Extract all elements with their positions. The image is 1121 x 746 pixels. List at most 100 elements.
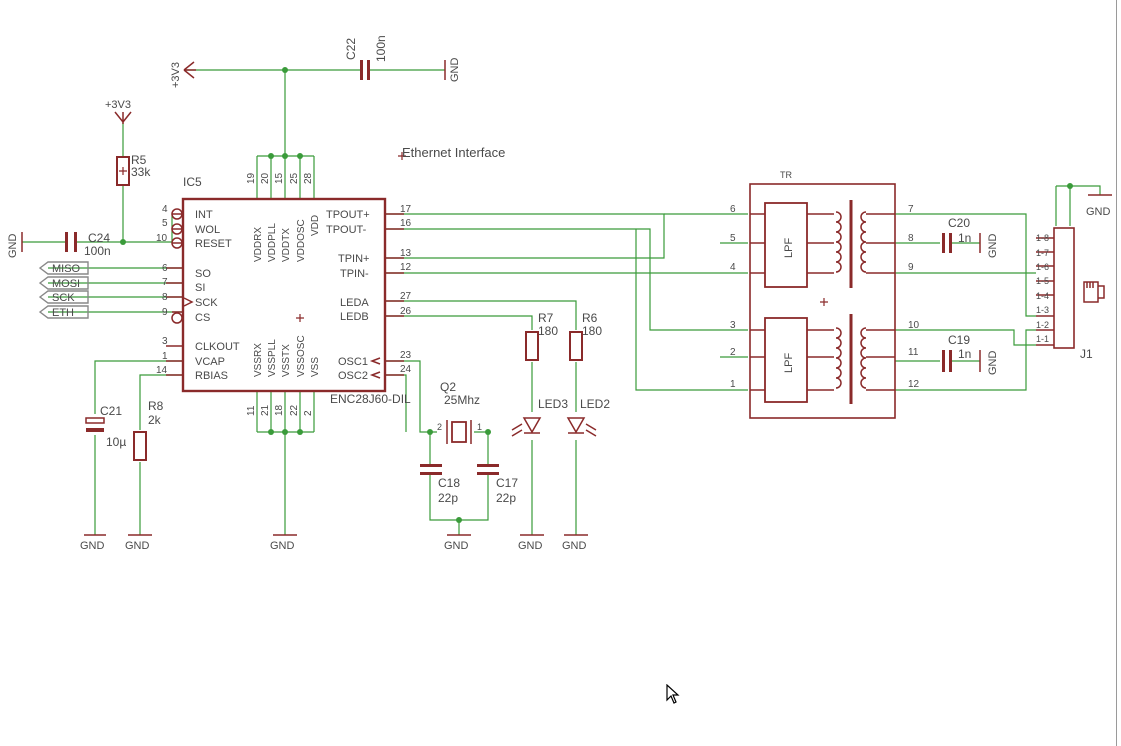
led3-diode[interactable]: LED3 [511, 397, 568, 437]
svg-text:LEDA: LEDA [340, 297, 369, 309]
svg-text:9: 9 [162, 307, 168, 318]
svg-text:TR: TR [780, 170, 792, 180]
svg-text:24: 24 [400, 364, 412, 375]
svg-text:3: 3 [730, 320, 736, 331]
ic5-bottom-pins: 11 VSSRX 21 VSSPLL 18 VSSTX 22 VSSOSC 2 … [246, 335, 321, 416]
svg-text:GND: GND [449, 58, 461, 83]
svg-text:1-2: 1-2 [1036, 320, 1049, 330]
c17-capacitor[interactable]: C17 22p [477, 464, 518, 505]
svg-text:1-6: 1-6 [1036, 262, 1049, 272]
ethernet-interface-title: Ethernet Interface [398, 145, 505, 160]
svg-text:1-4: 1-4 [1036, 291, 1049, 301]
r6-resistor[interactable]: R6 180 [569, 311, 602, 361]
svg-text:VSS: VSS [310, 357, 321, 377]
svg-text:OSC2: OSC2 [338, 370, 368, 382]
c18-capacitor[interactable]: C18 22p [420, 464, 460, 505]
ic5-pin-marks [171, 208, 381, 379]
r5-resistor[interactable]: R5 33k [116, 153, 151, 186]
svg-text:GND: GND [987, 234, 999, 259]
svg-text:18: 18 [274, 404, 285, 416]
svg-text:9: 9 [908, 262, 914, 273]
svg-text:11: 11 [246, 405, 257, 416]
svg-text:21: 21 [260, 404, 271, 416]
signal-mosi: MOSI [52, 278, 80, 290]
mouse-cursor-icon [666, 684, 680, 704]
svg-text:20: 20 [260, 172, 271, 184]
svg-text:WOL: WOL [195, 224, 220, 236]
svg-text:12: 12 [400, 262, 412, 273]
svg-text:27: 27 [400, 291, 412, 302]
svg-text:VSSRX: VSSRX [253, 343, 264, 377]
svg-text:VDDOSC: VDDOSC [296, 219, 307, 262]
signal-flags[interactable]: MISO MOSI SCK ETH [38, 261, 89, 319]
svg-text:GND: GND [518, 540, 543, 552]
led2-diode[interactable]: LED2 [566, 397, 610, 437]
svg-text:TPIN-: TPIN- [340, 268, 369, 280]
svg-text:SI: SI [195, 282, 205, 294]
c20-capacitor[interactable]: C20 1n [942, 216, 971, 253]
r8-resistor[interactable]: R8 2k [133, 399, 164, 461]
ic5-body[interactable] [181, 197, 387, 393]
c19-capacitor[interactable]: C19 1n [942, 333, 971, 372]
svg-text:CS: CS [195, 312, 210, 324]
svg-text:GND: GND [987, 351, 999, 376]
svg-text:22p: 22p [496, 491, 516, 505]
c24-capacitor[interactable]: C24 100n [65, 231, 111, 258]
c21-capacitor[interactable]: C21 10µ [85, 404, 126, 449]
svg-text:RESET: RESET [195, 238, 232, 250]
svg-text:J1: J1 [1080, 347, 1093, 361]
svg-text:R8: R8 [148, 399, 164, 413]
svg-text:11: 11 [908, 347, 919, 358]
q2-crystal[interactable]: 2 1 Q2 25Mhz [437, 380, 482, 444]
ic5-right-pins: 17 TPOUT+ 16 TPOUT- 13 TPIN+ 12 TPIN- 27… [326, 204, 412, 382]
svg-text:5: 5 [162, 218, 168, 229]
gnd-symbols: GND GND GND GND GND GND GND GND GND GND … [7, 58, 1112, 552]
svg-text:R5: R5 [131, 153, 147, 167]
svg-text:GND: GND [80, 540, 105, 552]
signal-miso: MISO [52, 263, 81, 275]
ic5-name: IC5 [183, 175, 202, 189]
svg-text:26: 26 [400, 306, 412, 317]
ic5-pin-stubs [166, 213, 404, 376]
svg-text:C20: C20 [948, 216, 970, 230]
svg-text:2: 2 [730, 347, 736, 358]
svg-text:VCAP: VCAP [195, 356, 225, 368]
svg-text:3: 3 [162, 336, 168, 347]
ic5-value: ENC28J60-DIL [330, 392, 411, 406]
svg-text:22: 22 [289, 404, 300, 416]
svg-text:TPIN+: TPIN+ [338, 253, 369, 265]
svg-text:2: 2 [303, 410, 314, 416]
svg-text:100n: 100n [374, 35, 388, 62]
ic5-left-pins: 4 INT 5 WOL 10 RESET 6 SO 7 SI 8 SCK 9 C… [156, 204, 240, 382]
c22-capacitor[interactable]: C22 100n [344, 35, 388, 80]
svg-text:RBIAS: RBIAS [195, 370, 228, 382]
r7-resistor[interactable]: R7 180 [525, 311, 558, 361]
svg-text:5: 5 [730, 233, 736, 244]
svg-text:VSSPLL: VSSPLL [267, 339, 278, 377]
svg-text:GND: GND [444, 540, 469, 552]
svg-text:19: 19 [246, 172, 257, 184]
svg-text:R7: R7 [538, 311, 554, 325]
svg-text:GND: GND [1086, 206, 1111, 218]
svg-text:8: 8 [162, 292, 168, 303]
svg-text:1-3: 1-3 [1036, 305, 1049, 315]
svg-text:C19: C19 [948, 333, 970, 347]
supply-3v3-r5: +3V3 [105, 99, 132, 124]
svg-text:CLKOUT: CLKOUT [195, 341, 240, 353]
svg-text:C24: C24 [88, 231, 110, 245]
transformer-pins: 6 5 4 3 2 1 7 8 9 10 11 12 [730, 204, 920, 390]
transformer-body[interactable]: TR LPF LPF [749, 170, 896, 419]
j1-connector[interactable]: J1 1-8 1-7 1-6 1-5 1-4 1-3 1-2 1-1 [1036, 227, 1105, 361]
svg-text:15: 15 [274, 172, 285, 184]
svg-text:2: 2 [437, 422, 442, 432]
svg-text:Ethernet Interface: Ethernet Interface [402, 145, 505, 160]
signal-eth: ETH [52, 307, 74, 319]
svg-text:LED3: LED3 [538, 397, 568, 411]
svg-text:C17: C17 [496, 476, 518, 490]
svg-text:4: 4 [162, 204, 168, 215]
svg-text:8: 8 [908, 233, 914, 244]
svg-text:TPOUT+: TPOUT+ [326, 209, 370, 221]
svg-text:2k: 2k [148, 413, 162, 427]
svg-text:OSC1: OSC1 [338, 356, 368, 368]
svg-text:14: 14 [156, 365, 168, 376]
